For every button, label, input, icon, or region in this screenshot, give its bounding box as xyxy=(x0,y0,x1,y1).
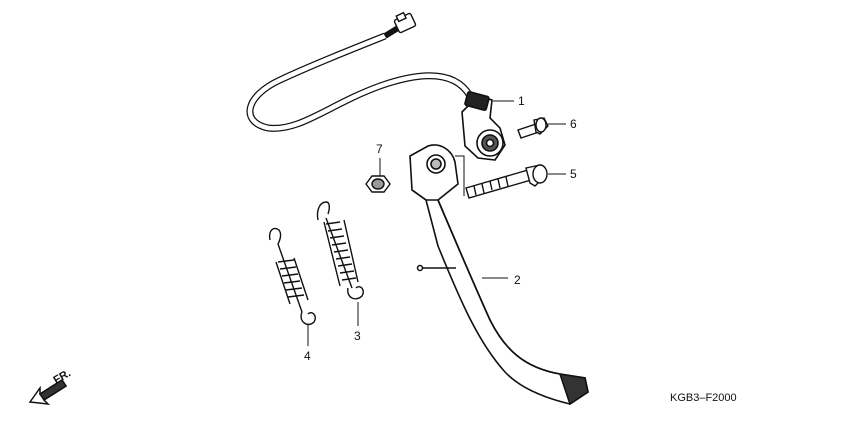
switch-wire-harness xyxy=(246,25,474,132)
callout-3: 3 xyxy=(354,329,361,343)
stand-spring-small xyxy=(268,227,317,326)
side-stand xyxy=(409,144,589,406)
front-direction-label: FR. xyxy=(52,367,73,386)
stand-spring-pin xyxy=(416,264,456,272)
stand-spring-large xyxy=(316,201,365,300)
figure-code: KGB3–F2000 xyxy=(670,392,737,404)
stand-nut xyxy=(365,175,391,193)
callout-2: 2 xyxy=(514,273,521,287)
callout-7: 7 xyxy=(376,142,383,156)
callout-6: 6 xyxy=(570,117,577,131)
wire-connector xyxy=(393,11,417,34)
side-stand-switch xyxy=(461,91,506,161)
callout-1: 1 xyxy=(518,94,525,108)
side-stand-bolt xyxy=(465,164,548,199)
callout-5: 5 xyxy=(570,167,577,181)
callout-4: 4 xyxy=(304,349,311,363)
front-direction-arrow-icon xyxy=(28,378,68,405)
switch-mounting-bolt xyxy=(517,117,549,139)
leader-lines xyxy=(307,100,566,346)
